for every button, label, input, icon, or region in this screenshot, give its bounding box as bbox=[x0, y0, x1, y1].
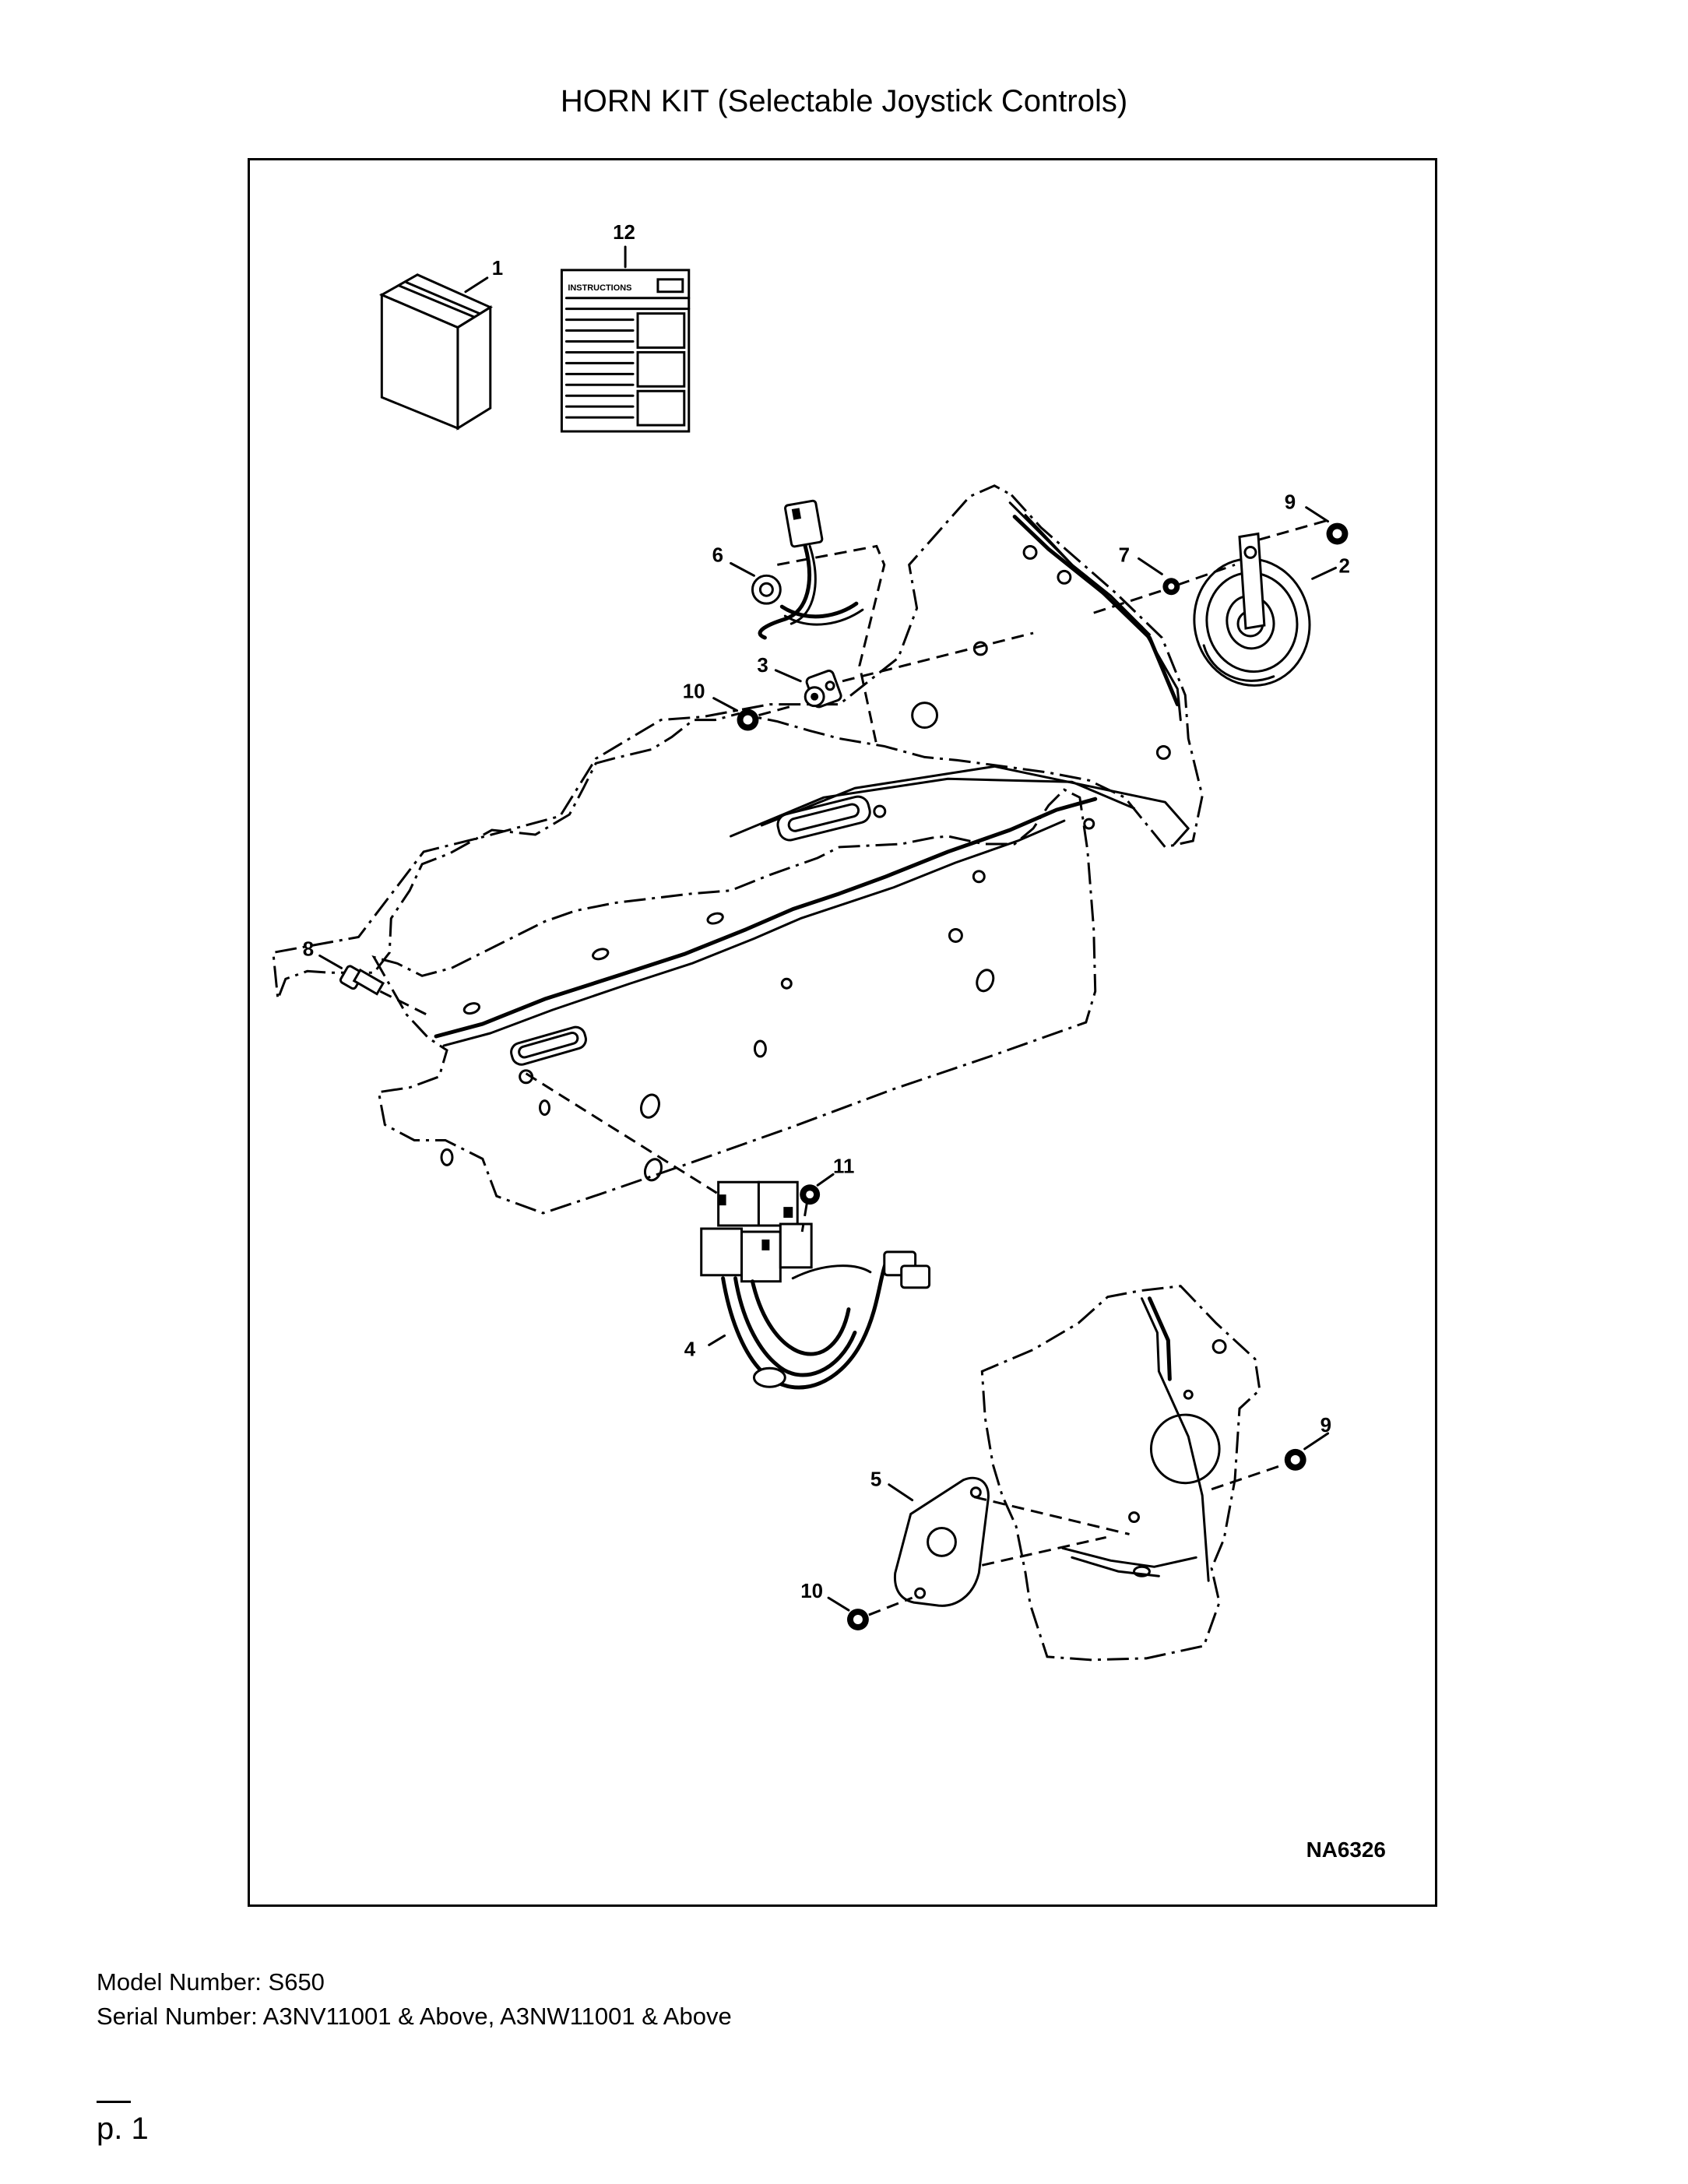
panel-hole bbox=[1133, 1565, 1151, 1577]
callout-leader bbox=[827, 1596, 850, 1612]
upper-mounting-panel bbox=[272, 484, 1204, 1000]
callout-6: 6 bbox=[712, 544, 723, 566]
clip bbox=[804, 670, 842, 709]
page-number: p. 1 bbox=[97, 2112, 149, 2146]
hex-nut bbox=[800, 1184, 821, 1205]
bracket-top-edge bbox=[730, 777, 1136, 838]
callout-9-upper: 9 bbox=[1285, 492, 1296, 514]
kit-box bbox=[378, 273, 493, 431]
panel-hole bbox=[911, 702, 939, 730]
model-info: Model Number: S650 Serial Number: A3NV11… bbox=[97, 1965, 732, 2034]
instructions-label: INSTRUCTIONS bbox=[568, 283, 631, 293]
hex-nut bbox=[737, 709, 759, 731]
callout-12: 12 bbox=[613, 222, 635, 244]
hidden-line bbox=[1093, 519, 1330, 614]
callout-2: 2 bbox=[1338, 555, 1349, 577]
cover-plate bbox=[893, 1476, 990, 1607]
hidden-line bbox=[868, 1596, 913, 1616]
parts-diagram: 1 INSTRUCTIONS 12 bbox=[272, 222, 1386, 1862]
bracket-hole bbox=[976, 969, 995, 993]
bracket-hole bbox=[592, 948, 610, 961]
hex-nut bbox=[846, 1609, 869, 1630]
wire-connector bbox=[751, 499, 864, 640]
bracket-hole bbox=[706, 912, 724, 925]
callout-1: 1 bbox=[492, 258, 503, 280]
bracket-hole bbox=[1083, 818, 1095, 830]
bracket-hole bbox=[539, 1099, 550, 1117]
callout-8: 8 bbox=[303, 938, 314, 960]
callout-leader bbox=[708, 1334, 726, 1346]
callout-leader bbox=[318, 954, 343, 969]
callout-10-upper: 10 bbox=[683, 681, 705, 703]
callout-leader bbox=[888, 1483, 914, 1502]
callout-leader bbox=[1138, 557, 1163, 575]
callout-10-lower: 10 bbox=[800, 1581, 823, 1602]
bracket-hole bbox=[643, 1158, 663, 1182]
callout-leader bbox=[464, 276, 489, 294]
page-title: HORN KIT (Selectable Joystick Controls) bbox=[560, 84, 1128, 118]
hex-nut bbox=[1284, 1448, 1306, 1471]
hidden-line bbox=[525, 1072, 718, 1194]
bracket-hole bbox=[948, 928, 963, 943]
callout-5: 5 bbox=[870, 1469, 881, 1491]
bracket-hole bbox=[639, 1093, 660, 1119]
bracket-slot bbox=[787, 803, 860, 832]
bracket-hole bbox=[873, 804, 887, 818]
panel-hole bbox=[1128, 1511, 1140, 1524]
parts-diagram-frame: 1 INSTRUCTIONS 12 bbox=[248, 158, 1437, 1907]
panel-edge bbox=[1140, 1297, 1210, 1582]
serial-number: Serial Number: A3NV11001 & Above, A3NW11… bbox=[97, 2003, 732, 2030]
bracket-hole bbox=[780, 977, 793, 990]
hidden-line bbox=[800, 1203, 808, 1233]
bracket-hole bbox=[440, 1148, 454, 1166]
lock-washer bbox=[1162, 578, 1180, 596]
hidden-line bbox=[379, 990, 427, 1016]
callout-4: 4 bbox=[684, 1338, 696, 1360]
panel-hole bbox=[1211, 1338, 1227, 1354]
instructions-sheet bbox=[560, 269, 691, 433]
panel-flange bbox=[1147, 1296, 1172, 1381]
callout-leader bbox=[1305, 506, 1330, 523]
bracket-slot bbox=[518, 1031, 579, 1059]
panel-hole bbox=[1022, 544, 1038, 560]
bolt bbox=[339, 965, 385, 996]
callout-9-lower: 9 bbox=[1321, 1415, 1331, 1437]
lower-mounting-panel bbox=[980, 1285, 1261, 1662]
panel-flange bbox=[1012, 515, 1180, 707]
bracket-hole bbox=[753, 1039, 767, 1058]
horn bbox=[1193, 532, 1311, 687]
callout-leader bbox=[816, 1173, 835, 1187]
bracket-hole bbox=[462, 1002, 481, 1015]
callout-7: 7 bbox=[1119, 544, 1130, 566]
panel-edge bbox=[1061, 1546, 1197, 1568]
panel-hole bbox=[1057, 569, 1072, 585]
hidden-line bbox=[777, 544, 886, 745]
panel-hole bbox=[1149, 1413, 1221, 1485]
hidden-line bbox=[1211, 1463, 1285, 1491]
long-bracket bbox=[371, 788, 1097, 1215]
callout-11: 11 bbox=[833, 1155, 854, 1177]
panel-hole bbox=[1183, 1389, 1194, 1400]
panel-hole bbox=[1155, 744, 1171, 760]
bracket-edge bbox=[442, 819, 1066, 1047]
relay-harness bbox=[700, 1180, 931, 1390]
bracket-flange bbox=[434, 797, 1098, 1039]
callout-leader bbox=[774, 669, 802, 683]
callout-3: 3 bbox=[757, 655, 768, 677]
panel-edge bbox=[1024, 514, 1151, 636]
callout-leader bbox=[1311, 566, 1337, 580]
hex-nut bbox=[1326, 522, 1349, 545]
callout-leader bbox=[1303, 1432, 1330, 1451]
panel-edge bbox=[1071, 1556, 1160, 1577]
figure-code: NA6326 bbox=[1306, 1838, 1386, 1862]
model-number: Model Number: S650 bbox=[97, 1968, 325, 1996]
callout-leader bbox=[730, 561, 755, 577]
callout-leader bbox=[712, 697, 739, 712]
hidden-line bbox=[758, 631, 1034, 717]
footer-divider bbox=[97, 2101, 131, 2103]
bracket-hole bbox=[972, 870, 986, 884]
hidden-line bbox=[973, 1496, 1130, 1567]
